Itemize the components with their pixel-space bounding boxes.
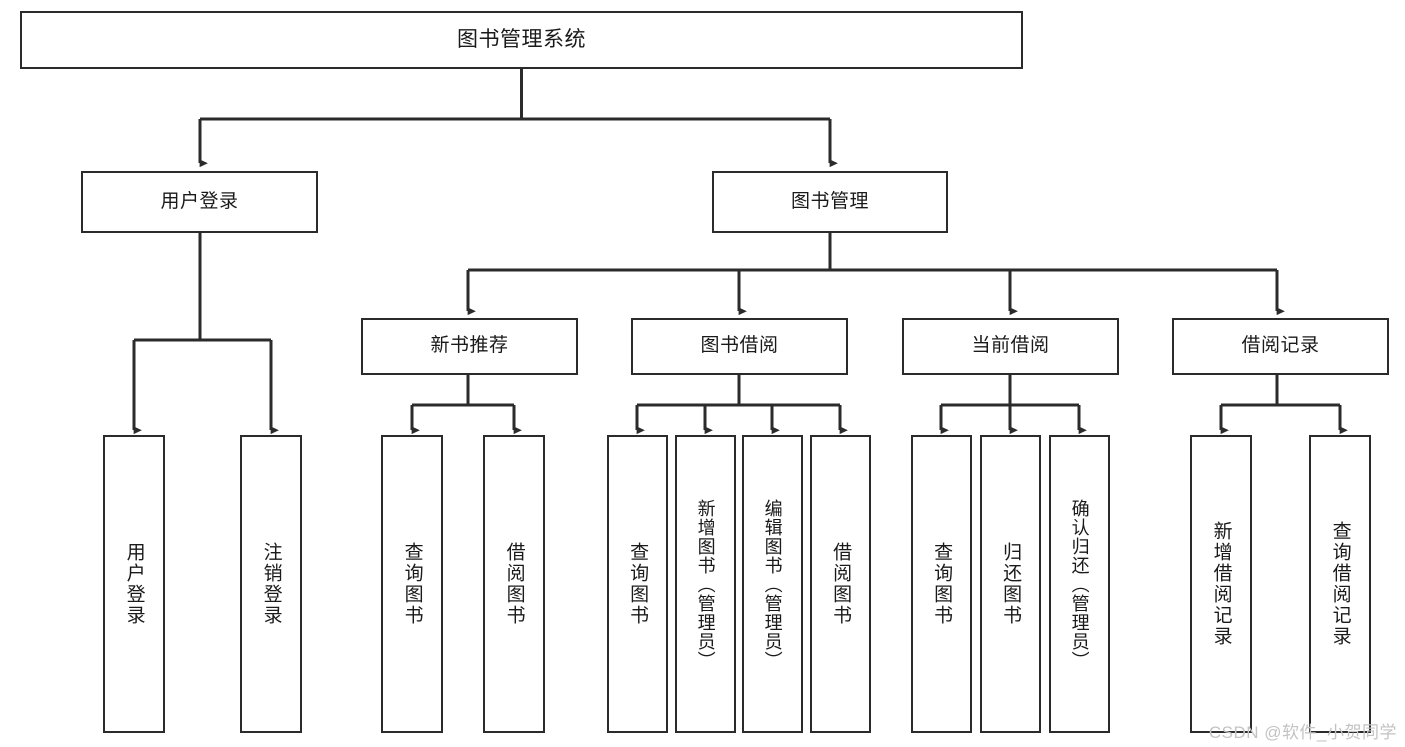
node-label: 查询图书 xyxy=(627,542,649,626)
leaf-confirm-return-admin[interactable]: 确认归还（管理员） xyxy=(1049,435,1110,733)
node-label: 新书推荐 xyxy=(430,335,509,357)
node-label: 查询图书 xyxy=(401,542,423,626)
node-label: 确认归还（管理员） xyxy=(1069,498,1090,670)
node-label: 归还图书 xyxy=(1000,542,1022,626)
node-borrowing-records[interactable]: 借阅记录 xyxy=(1172,318,1389,375)
node-book-borrowing[interactable]: 图书借阅 xyxy=(631,318,848,375)
node-user-login[interactable]: 用户登录 xyxy=(81,171,318,233)
node-label: 借阅图书 xyxy=(830,542,852,626)
node-new-book-recommend[interactable]: 新书推荐 xyxy=(361,318,578,375)
leaf-query-book-current[interactable]: 查询图书 xyxy=(911,435,972,733)
node-label: 借阅图书 xyxy=(503,542,525,626)
node-label: 图书借阅 xyxy=(700,335,779,357)
node-label: 借阅记录 xyxy=(1241,335,1320,357)
node-label: 查询图书 xyxy=(931,542,953,626)
node-root-system[interactable]: 图书管理系统 xyxy=(20,11,1023,69)
leaf-query-book-recommend[interactable]: 查询图书 xyxy=(381,435,443,733)
leaf-borrow-book-recommend[interactable]: 借阅图书 xyxy=(483,435,545,733)
leaf-query-borrow-record[interactable]: 查询借阅记录 xyxy=(1309,435,1371,733)
node-label: 编辑图书（管理员） xyxy=(762,498,783,670)
leaf-query-book-borrowing[interactable]: 查询图书 xyxy=(607,435,668,733)
leaf-edit-book-admin[interactable]: 编辑图书（管理员） xyxy=(742,435,803,733)
leaf-logout-login[interactable]: 注销登录 xyxy=(240,435,302,733)
leaf-user-login[interactable]: 用户登录 xyxy=(103,435,165,733)
leaf-add-borrow-record[interactable]: 新增借阅记录 xyxy=(1190,435,1252,733)
node-label: 注销登录 xyxy=(260,542,282,626)
node-label: 用户登录 xyxy=(160,190,239,212)
node-label: 图书管理 xyxy=(790,190,869,212)
node-label: 新增图书（管理员） xyxy=(695,498,716,670)
node-book-management[interactable]: 图书管理 xyxy=(712,171,948,233)
node-label: 新增借阅记录 xyxy=(1210,521,1232,647)
leaf-borrow-book-borrowing[interactable]: 借阅图书 xyxy=(810,435,871,733)
node-label: 查询借阅记录 xyxy=(1329,521,1351,647)
leaf-add-book-admin[interactable]: 新增图书（管理员） xyxy=(675,435,736,733)
node-label: 图书管理系统 xyxy=(457,27,586,51)
leaf-return-book[interactable]: 归还图书 xyxy=(980,435,1041,733)
node-label: 用户登录 xyxy=(123,542,145,626)
node-current-borrowing[interactable]: 当前借阅 xyxy=(902,318,1119,375)
node-label: 当前借阅 xyxy=(971,335,1050,357)
